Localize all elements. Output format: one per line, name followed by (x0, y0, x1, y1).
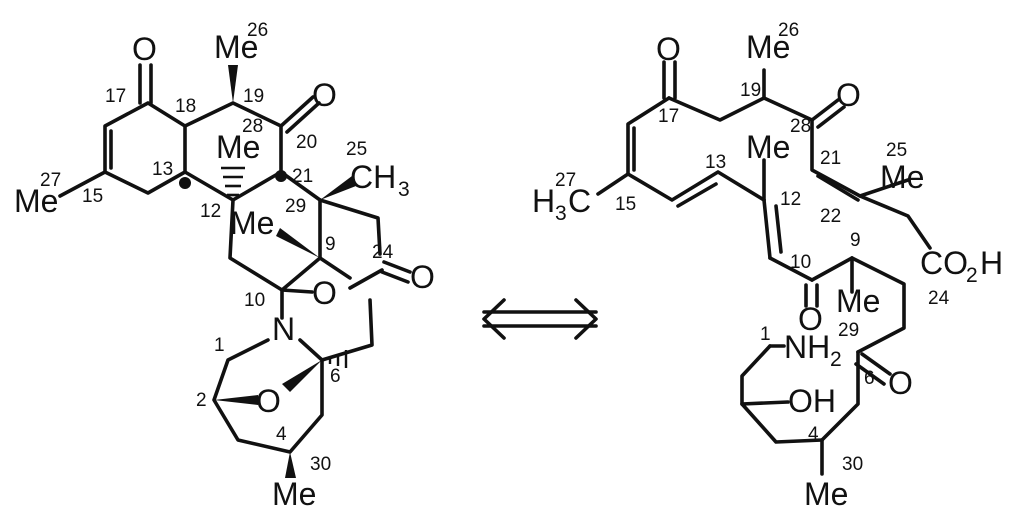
left-o-c24: O (410, 259, 435, 295)
right-locant-28: 28 (790, 116, 811, 137)
right-locant-15: 15 (615, 194, 636, 215)
right-locant-26: 26 (778, 20, 799, 41)
right-me-c9: Me (836, 283, 880, 319)
right-locant-24: 24 (928, 288, 950, 309)
left-me-c12: Me (216, 129, 260, 165)
right-o-c20: O (836, 77, 861, 113)
right-locant-6: 6 (864, 368, 875, 389)
left-o-bridge: O (256, 383, 281, 419)
right-nh2-nh: NH (784, 329, 830, 365)
left-locant-2: 2 (196, 390, 207, 411)
left-locant-12: 12 (200, 201, 221, 222)
right-locant-30: 30 (842, 454, 863, 475)
right-me-c19: Me (746, 29, 790, 65)
right-locants: 26 19 17 28 21 25 13 27 15 12 22 9 10 24… (555, 20, 950, 475)
left-me-c9: Me (230, 205, 274, 241)
right-locant-17: 17 (658, 106, 679, 127)
left-locant-18: 18 (175, 96, 196, 117)
left-n1: N (272, 311, 295, 347)
right-locant-12: 12 (780, 189, 801, 210)
right-locant-27: 27 (555, 170, 576, 191)
right-locant-22: 22 (820, 206, 841, 227)
left-locant-27: 27 (40, 170, 61, 191)
right-locant-9: 9 (850, 230, 861, 251)
right-locant-25: 25 (886, 140, 907, 161)
left-me-c4: Me (272, 476, 316, 512)
right-me-c12: Me (746, 129, 790, 165)
left-locant-4: 4 (276, 424, 287, 445)
right-bonds (596, 60, 932, 476)
retrosynthetic-arrow (482, 298, 598, 340)
right-locant-13: 13 (705, 152, 726, 173)
left-o-lactone: O (312, 275, 337, 311)
left-locant-17: 17 (105, 86, 126, 107)
right-oh: OH (788, 383, 836, 419)
left-locant-28: 28 (242, 116, 263, 137)
left-locant-21: 21 (292, 166, 313, 187)
left-locant-9: 9 (325, 234, 336, 255)
right-h3c-c: C (568, 183, 591, 219)
right-nh2-sub: 2 (830, 348, 842, 371)
left-ch3-sub: 3 (398, 178, 410, 201)
right-structure: O Me O H 3 C Me Me CO 2 H O Me NH 2 OH O… (532, 20, 1003, 512)
right-h3c-sub: 3 (555, 202, 567, 225)
right-locant-29: 29 (838, 320, 859, 341)
left-locant-15: 15 (82, 186, 103, 207)
right-locant-21: 21 (820, 148, 841, 169)
left-locant-20: 20 (296, 132, 317, 153)
left-atom-labels: O Me O Me Me CH 3 Me O O N O Me (14, 29, 435, 512)
right-locant-19: 19 (740, 80, 761, 101)
left-o-c17: O (132, 31, 157, 67)
right-me-c22: Me (880, 159, 924, 195)
left-locant-25: 25 (346, 139, 367, 160)
left-locant-29: 29 (285, 196, 306, 217)
left-ch3-c: CH (350, 159, 396, 195)
left-locant-10: 10 (244, 290, 265, 311)
left-structure: O Me O Me Me CH 3 Me O O N O Me 26 17 18… (14, 20, 435, 512)
left-locant-30: 30 (310, 454, 331, 475)
right-co2h-co: CO (920, 245, 968, 281)
right-co2h-h: H (980, 245, 1003, 281)
right-o-c10: O (798, 301, 823, 337)
right-locant-10: 10 (790, 252, 811, 273)
right-locant-1: 1 (760, 324, 771, 345)
right-co2h-sub: 2 (966, 264, 978, 287)
left-locant-19: 19 (243, 86, 264, 107)
left-locant-1: 1 (214, 335, 225, 356)
right-o-c17: O (656, 31, 681, 67)
left-locant-13: 13 (152, 159, 173, 180)
left-locant-24: 24 (372, 242, 394, 263)
right-locant-4: 4 (808, 424, 819, 445)
left-locant-26: 26 (247, 20, 268, 41)
right-me-c4: Me (804, 476, 848, 512)
left-locants: 26 17 18 19 28 20 25 27 15 13 12 21 29 9… (40, 20, 394, 475)
left-o-c20: O (312, 77, 337, 113)
left-me-c15: Me (14, 183, 58, 219)
left-bonds (58, 63, 412, 478)
left-me-c19: Me (214, 29, 258, 65)
right-o-c6: O (888, 365, 913, 401)
right-atom-labels: O Me O H 3 C Me Me CO 2 H O Me NH 2 OH O… (532, 29, 1003, 512)
right-h3c-h: H (532, 183, 555, 219)
left-locant-6: 6 (330, 366, 341, 387)
